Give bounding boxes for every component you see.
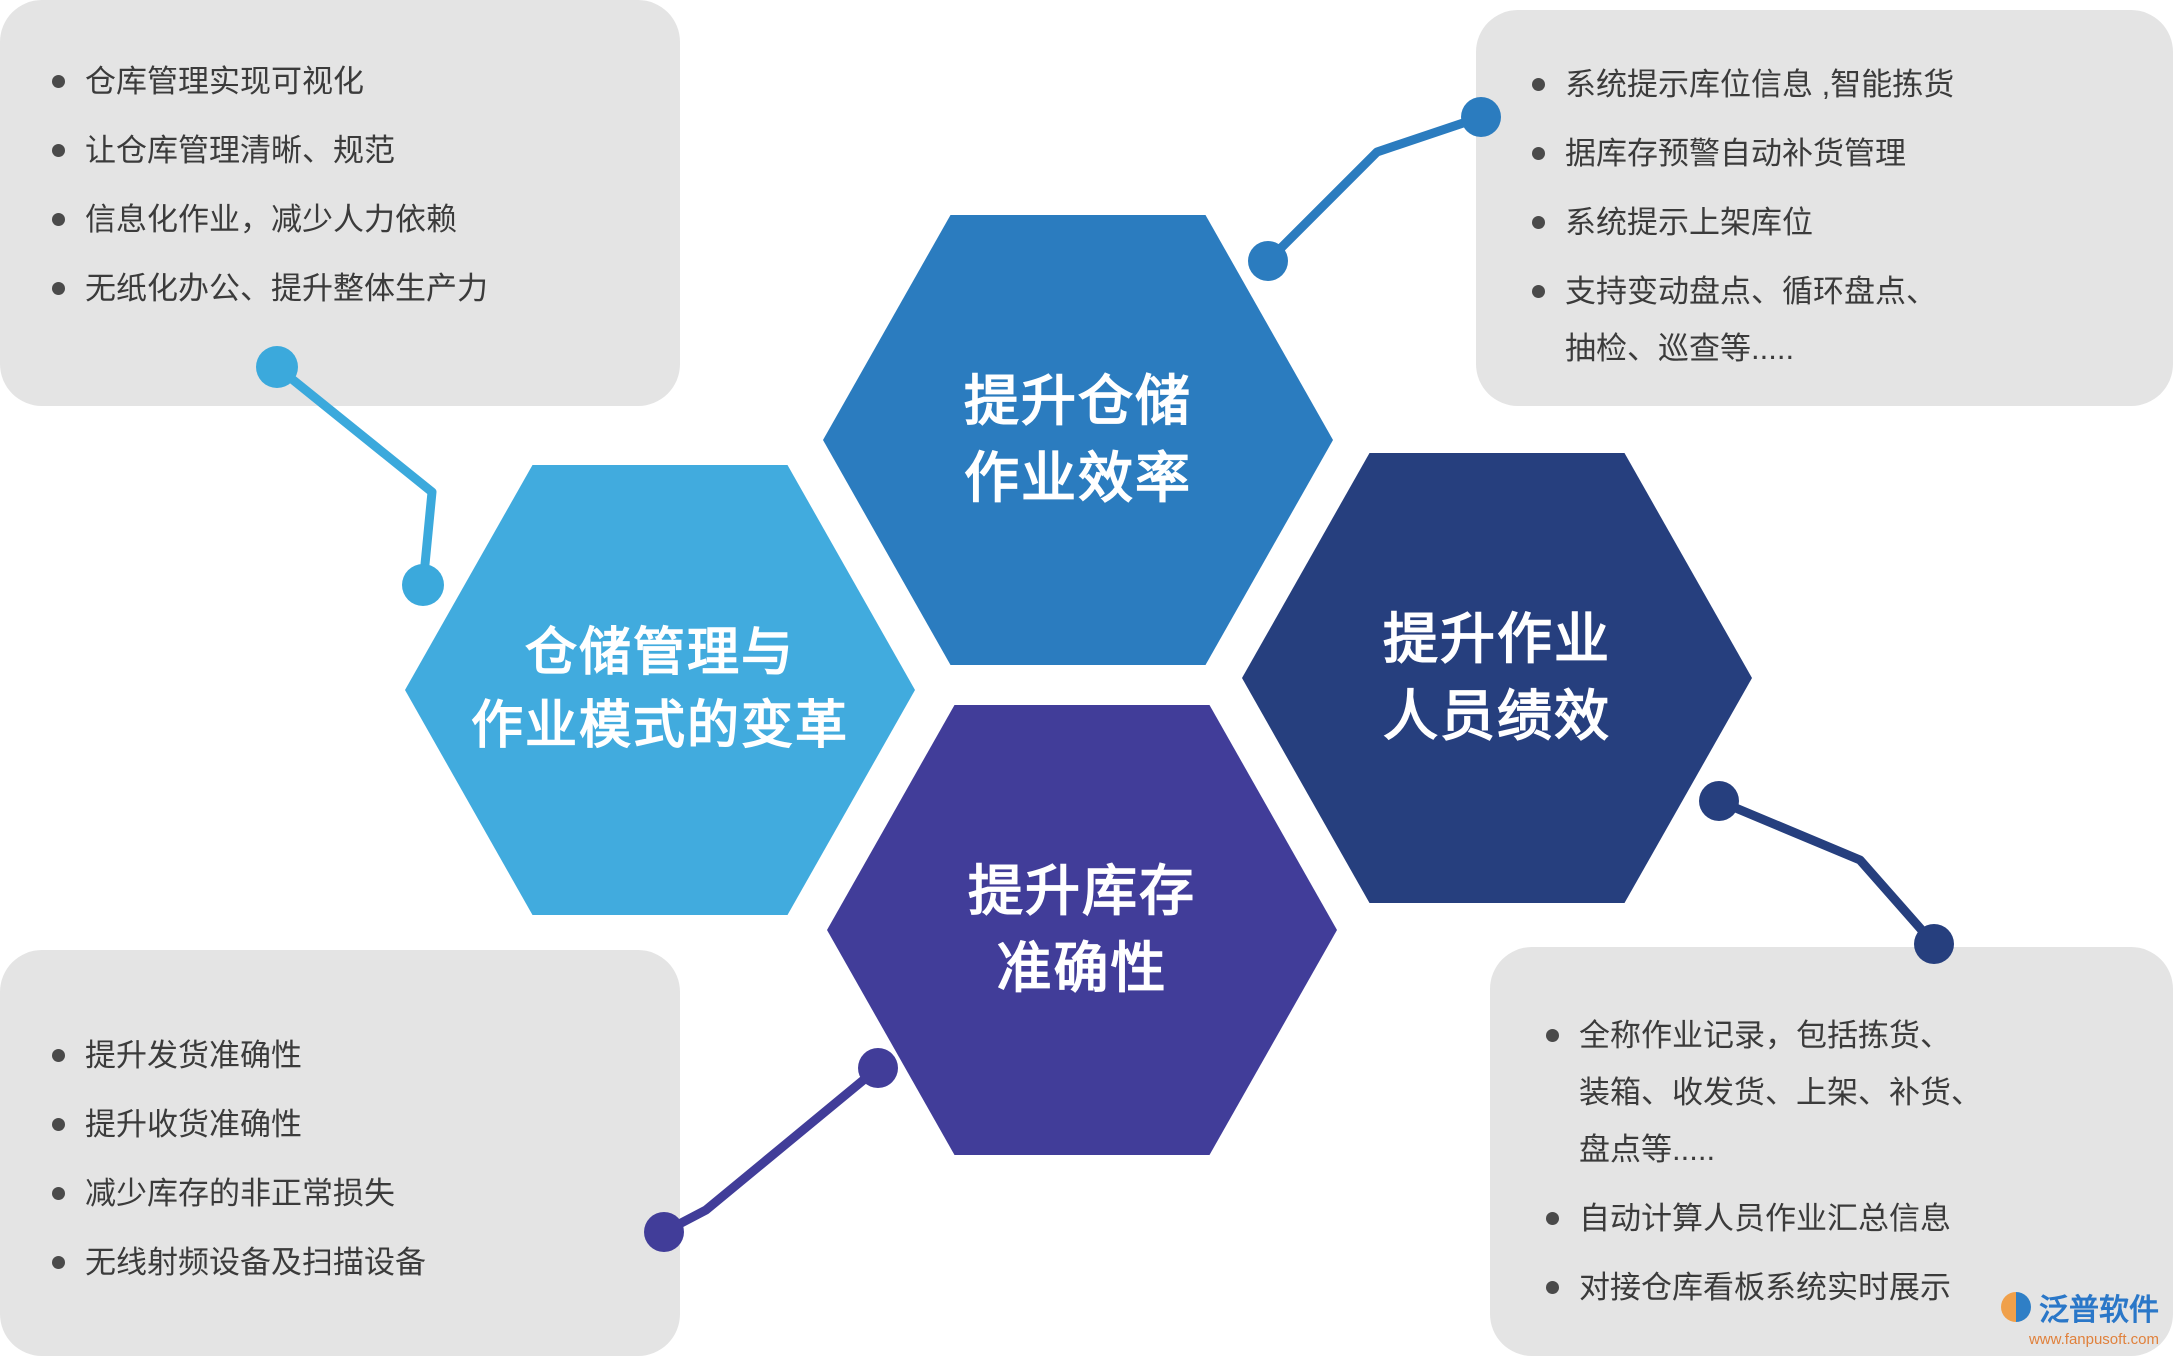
bullet-list: 仓库管理实现可视化让仓库管理清晰、规范信息化作业，减少人力依赖无纸化办公、提升整… — [52, 53, 650, 317]
list-item: 无纸化办公、提升整体生产力 — [52, 260, 650, 317]
hexagon-label-line: 提升作业 — [1382, 608, 1611, 670]
connector-dot — [402, 564, 444, 606]
list-item: 系统提示库位信息 ,智能拣货 — [1532, 56, 2143, 113]
list-item-text: 提升发货准确性 — [85, 1038, 302, 1073]
callout-box-bottom-left: 提升发货准确性提升收货准确性减少库存的非正常损失无线射频设备及扫描设备 — [0, 950, 680, 1356]
list-item: 对接仓库看板系统实时展示 — [1546, 1259, 2143, 1316]
connector-dot — [1699, 781, 1739, 821]
callout-box-top-left: 仓库管理实现可视化让仓库管理清晰、规范信息化作业，减少人力依赖无纸化办公、提升整… — [0, 0, 680, 406]
list-item-text: 全称作业记录，包括拣货、装箱、收发货、上架、补货、盘点等..... — [1579, 1018, 1982, 1168]
bullet-icon — [52, 1118, 65, 1132]
bullet-icon — [52, 1187, 65, 1201]
hexagon-label-line: 仓储管理与 — [524, 624, 795, 683]
hexagon-inventory-accuracy: 提升库存 准确性 — [827, 705, 1337, 1155]
bullet-icon — [1532, 78, 1545, 91]
list-item: 减少库存的非正常损失 — [52, 1165, 650, 1222]
hexagon-label-line: 提升仓储 — [963, 370, 1192, 432]
list-item-text: 对接仓库看板系统实时展示 — [1579, 1270, 1951, 1306]
bullet-icon — [52, 213, 65, 227]
hexagon-label-line: 提升库存 — [967, 860, 1196, 922]
connector-bottom-left — [644, 1048, 898, 1252]
list-item: 自动计算人员作业汇总信息 — [1546, 1190, 2143, 1247]
list-item-text: 系统提示上架库位 — [1565, 205, 1813, 241]
callout-box-bottom-right: 全称作业记录，包括拣货、装箱、收发货、上架、补货、盘点等..... 自动计算人员作… — [1490, 947, 2173, 1356]
list-item-text: 信息化作业，减少人力依赖 — [85, 202, 457, 238]
bullet-icon — [52, 282, 65, 296]
list-item: 信息化作业，减少人力依赖 — [52, 191, 650, 248]
bullet-icon — [1532, 285, 1545, 299]
list-item-text: 支持变动盘点、循环盘点、抽检、巡查等..... — [1565, 274, 1937, 367]
list-item-text: 无纸化办公、提升整体生产力 — [85, 271, 488, 307]
connector-top-right — [1248, 97, 1501, 281]
connector-dot — [858, 1048, 898, 1088]
fanpu-logo: 泛普软件 www.fanpusoft.com — [2001, 1285, 2159, 1348]
hexagon-label-line: 人员绩效 — [1382, 685, 1611, 747]
list-item-text: 据库存预警自动补货管理 — [1565, 136, 1906, 172]
bullet-icon — [52, 75, 65, 88]
list-item-text: 自动计算人员作业汇总信息 — [1579, 1201, 1951, 1237]
list-item-text: 让仓库管理清晰、规范 — [85, 133, 395, 169]
bullet-icon — [1546, 1029, 1559, 1042]
bullet-icon — [52, 1256, 65, 1270]
fanpu-logo-icon — [2001, 1292, 2031, 1322]
list-item-text: 提升收货准确性 — [85, 1107, 302, 1143]
list-item-text: 减少库存的非正常损失 — [85, 1176, 395, 1212]
bullet-icon — [1532, 147, 1545, 161]
bullet-icon — [1546, 1212, 1559, 1226]
bullet-list: 提升发货准确性提升收货准确性减少库存的非正常损失无线射频设备及扫描设备 — [52, 1027, 650, 1291]
list-item: 提升发货准确性 — [52, 1027, 650, 1084]
list-item: 无线射频设备及扫描设备 — [52, 1234, 650, 1291]
bullet-icon — [1532, 216, 1545, 230]
list-item: 据库存预警自动补货管理 — [1532, 125, 2143, 182]
hexagon-label-line: 作业效率 — [963, 447, 1192, 509]
bullet-icon — [52, 1049, 65, 1062]
list-item: 提升收货准确性 — [52, 1096, 650, 1153]
bullet-icon — [1546, 1281, 1559, 1295]
hexagon-label-line: 作业模式的变革 — [470, 697, 849, 755]
callout-box-top-right: 系统提示库位信息 ,智能拣货据库存预警自动补货管理系统提示上架库位支持变动盘点、… — [1476, 10, 2173, 406]
list-item: 全称作业记录，包括拣货、装箱、收发货、上架、补货、盘点等..... — [1546, 1007, 2143, 1178]
list-item-text: 无线射频设备及扫描设备 — [85, 1245, 426, 1281]
list-item: 让仓库管理清晰、规范 — [52, 122, 650, 179]
list-item: 支持变动盘点、循环盘点、抽检、巡查等..... — [1532, 263, 2143, 377]
hexagon-label-line: 准确性 — [996, 937, 1168, 999]
bullet-icon — [52, 144, 65, 158]
bullet-list: 系统提示库位信息 ,智能拣货据库存预警自动补货管理系统提示上架库位支持变动盘点、… — [1532, 56, 2143, 377]
list-item: 系统提示上架库位 — [1532, 194, 2143, 251]
bullet-list: 全称作业记录，包括拣货、装箱、收发货、上架、补货、盘点等..... 自动计算人员作… — [1546, 1007, 2143, 1316]
list-item-text: 系统提示库位信息 ,智能拣货 — [1565, 67, 1955, 102]
list-item-text: 仓库管理实现可视化 — [85, 64, 364, 99]
connector-dot — [1248, 241, 1288, 281]
hexagon-staff-performance: 提升作业 人员绩效 — [1242, 453, 1752, 903]
hexagon-storage-efficiency: 提升仓储 作业效率 — [823, 215, 1333, 665]
list-item: 仓库管理实现可视化 — [52, 53, 650, 110]
connector-bottom-right — [1699, 781, 1954, 964]
fanpu-logo-text: 泛普软件 — [2039, 1294, 2159, 1327]
hexagon-warehouse-change: 仓储管理与 作业模式的变革 — [405, 465, 915, 915]
fanpu-logo-url: www.fanpusoft.com — [2028, 1331, 2159, 1348]
